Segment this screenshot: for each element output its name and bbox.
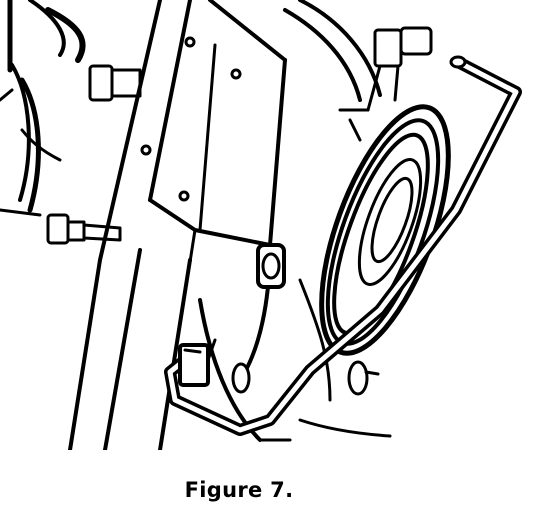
mounting-bracket [68,0,287,450]
top-nuts [338,26,433,142]
adjustment-rod [164,55,522,436]
lower-right-bolt [347,360,380,396]
left-bolt [46,213,122,245]
rod-clamp [178,338,217,387]
figure-caption: Figure 7. [184,478,294,502]
upper-bolt [88,64,142,102]
pivot-bolt [256,243,286,289]
lower-center-bolt [231,362,251,394]
mechanical-illustration [0,0,522,450]
left-housing [0,0,86,217]
